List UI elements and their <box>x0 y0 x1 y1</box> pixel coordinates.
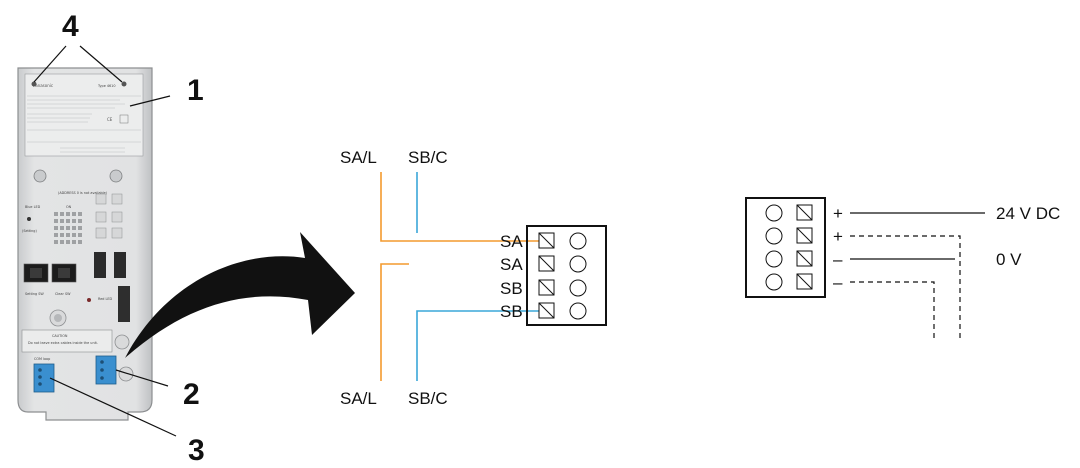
power-terminal <box>95 355 117 385</box>
callout-2: 2 <box>183 378 200 411</box>
blue-led-label: Blue LED <box>25 205 41 209</box>
caution-text: Do not leave extra cables inside the uni… <box>28 341 98 345</box>
side-connector <box>118 286 130 322</box>
power-knob <box>118 366 134 382</box>
ce-mark: CE <box>107 117 113 122</box>
blue-led <box>27 217 31 221</box>
setting-label: (Setting) <box>22 229 37 233</box>
callout-1: 1 <box>187 74 204 107</box>
device-unit: Panasonic Type 4610 CE Blue LED (Setting… <box>17 67 153 421</box>
callout-3: 3 <box>188 434 205 467</box>
sign-minus-1: – <box>833 250 843 269</box>
right-terminal-block <box>745 197 826 298</box>
screw-right <box>109 169 123 183</box>
callout-4: 4 <box>62 10 79 43</box>
label-sb-c-bottom: SB/C <box>408 389 448 408</box>
wire-sa-top <box>380 172 539 242</box>
terminal-label-sa-2: SA <box>500 255 523 274</box>
sign-plus-2: + <box>833 227 843 246</box>
label-sa-l-bottom: SA/L <box>340 389 377 408</box>
red-led <box>87 298 91 302</box>
wire-sb-bottom <box>416 310 539 381</box>
caution-box <box>21 329 113 353</box>
callout-lines <box>33 45 177 437</box>
label-0v: 0 V <box>996 250 1022 269</box>
brand-text: Panasonic <box>33 83 53 88</box>
red-led-label: Red LED <box>98 297 113 301</box>
address-note: (ADDRESS 0 is not available) <box>58 191 108 195</box>
address-dip-grid <box>54 212 82 244</box>
dip-on-label: ON <box>66 205 72 209</box>
type-text: Type 4610 <box>97 84 116 88</box>
mounting-hole-top-right <box>121 81 127 87</box>
dip-switch-1 <box>94 252 106 278</box>
sign-minus-2: – <box>833 273 843 292</box>
weee-icon <box>119 114 129 124</box>
dip-switch-2 <box>114 252 126 278</box>
label-sb-c-top: SB/C <box>408 148 448 167</box>
label-24v-dc: 24 V DC <box>996 204 1060 223</box>
screw-left <box>33 169 47 183</box>
mounting-hole-top-left <box>31 81 37 87</box>
clear-sw-label: Clear SW <box>55 292 71 296</box>
terminal-label-sb-1: SB <box>500 279 523 298</box>
right-dashed-wires <box>850 235 961 338</box>
terminal-label-sa-1: SA <box>500 232 523 251</box>
round-cap <box>114 334 130 350</box>
wire-sa-bottom <box>380 263 409 381</box>
sign-plus-1: + <box>833 204 843 223</box>
terminal-label-sb-2: SB <box>500 302 523 321</box>
caution-title: CAUTION <box>52 334 68 338</box>
label-sa-l-top: SA/L <box>340 148 377 167</box>
setting-sw-label: Setting SW <box>25 292 44 296</box>
com-loop-label: COM loop <box>34 357 50 361</box>
middle-terminal-block <box>526 225 607 326</box>
small-dip-block <box>95 193 123 239</box>
curved-arrow <box>125 232 355 358</box>
right-wires <box>850 212 985 260</box>
middle-wiring <box>380 172 539 381</box>
